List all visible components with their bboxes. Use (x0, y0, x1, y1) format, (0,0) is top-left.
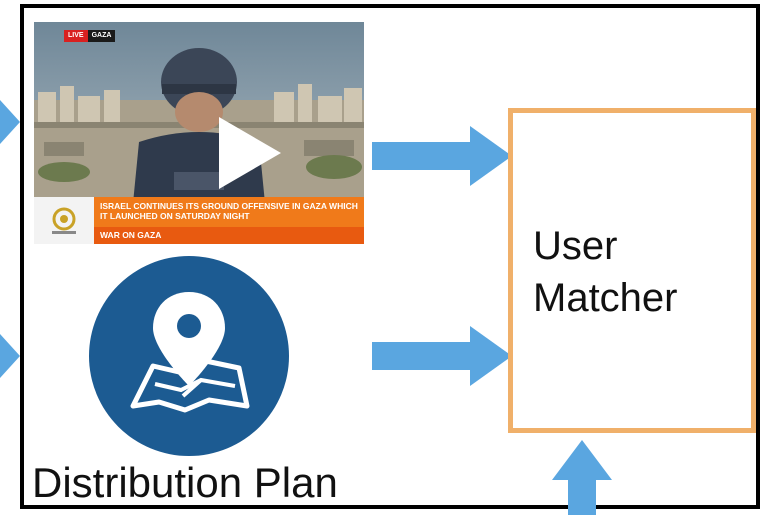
news-headline: ISRAEL CONTINUES ITS GROUND OFFENSIVE IN… (94, 197, 364, 227)
video-thumbnail[interactable]: LIVE GAZA ISRAEL CONTINUES ITS GROUND OF… (34, 22, 364, 244)
video-to-matcher-arrow (372, 126, 512, 186)
location-label: GAZA (87, 30, 116, 42)
bottom-to-matcher-arrow (552, 440, 612, 515)
incoming-arrow-top (0, 100, 22, 144)
live-label: LIVE (64, 30, 88, 42)
news-channel-logo-icon (34, 197, 94, 244)
user-matcher-line-2: Matcher (533, 276, 678, 320)
user-matcher-label: User Matcher (533, 220, 678, 324)
incoming-arrow-bottom (0, 334, 22, 378)
distribution-plan-label: Distribution Plan (32, 459, 338, 506)
map-pin-icon (89, 256, 289, 456)
user-matcher-line-1: User (533, 224, 618, 268)
distribution-to-matcher-arrow (372, 326, 512, 386)
play-icon[interactable] (217, 115, 283, 191)
live-badge: LIVE GAZA (64, 30, 116, 42)
news-subheadline: WAR ON GAZA (94, 227, 364, 244)
user-matcher-box: User Matcher (508, 108, 756, 433)
news-lower-third: ISRAEL CONTINUES ITS GROUND OFFENSIVE IN… (34, 197, 364, 244)
diagram-frame (20, 4, 760, 509)
